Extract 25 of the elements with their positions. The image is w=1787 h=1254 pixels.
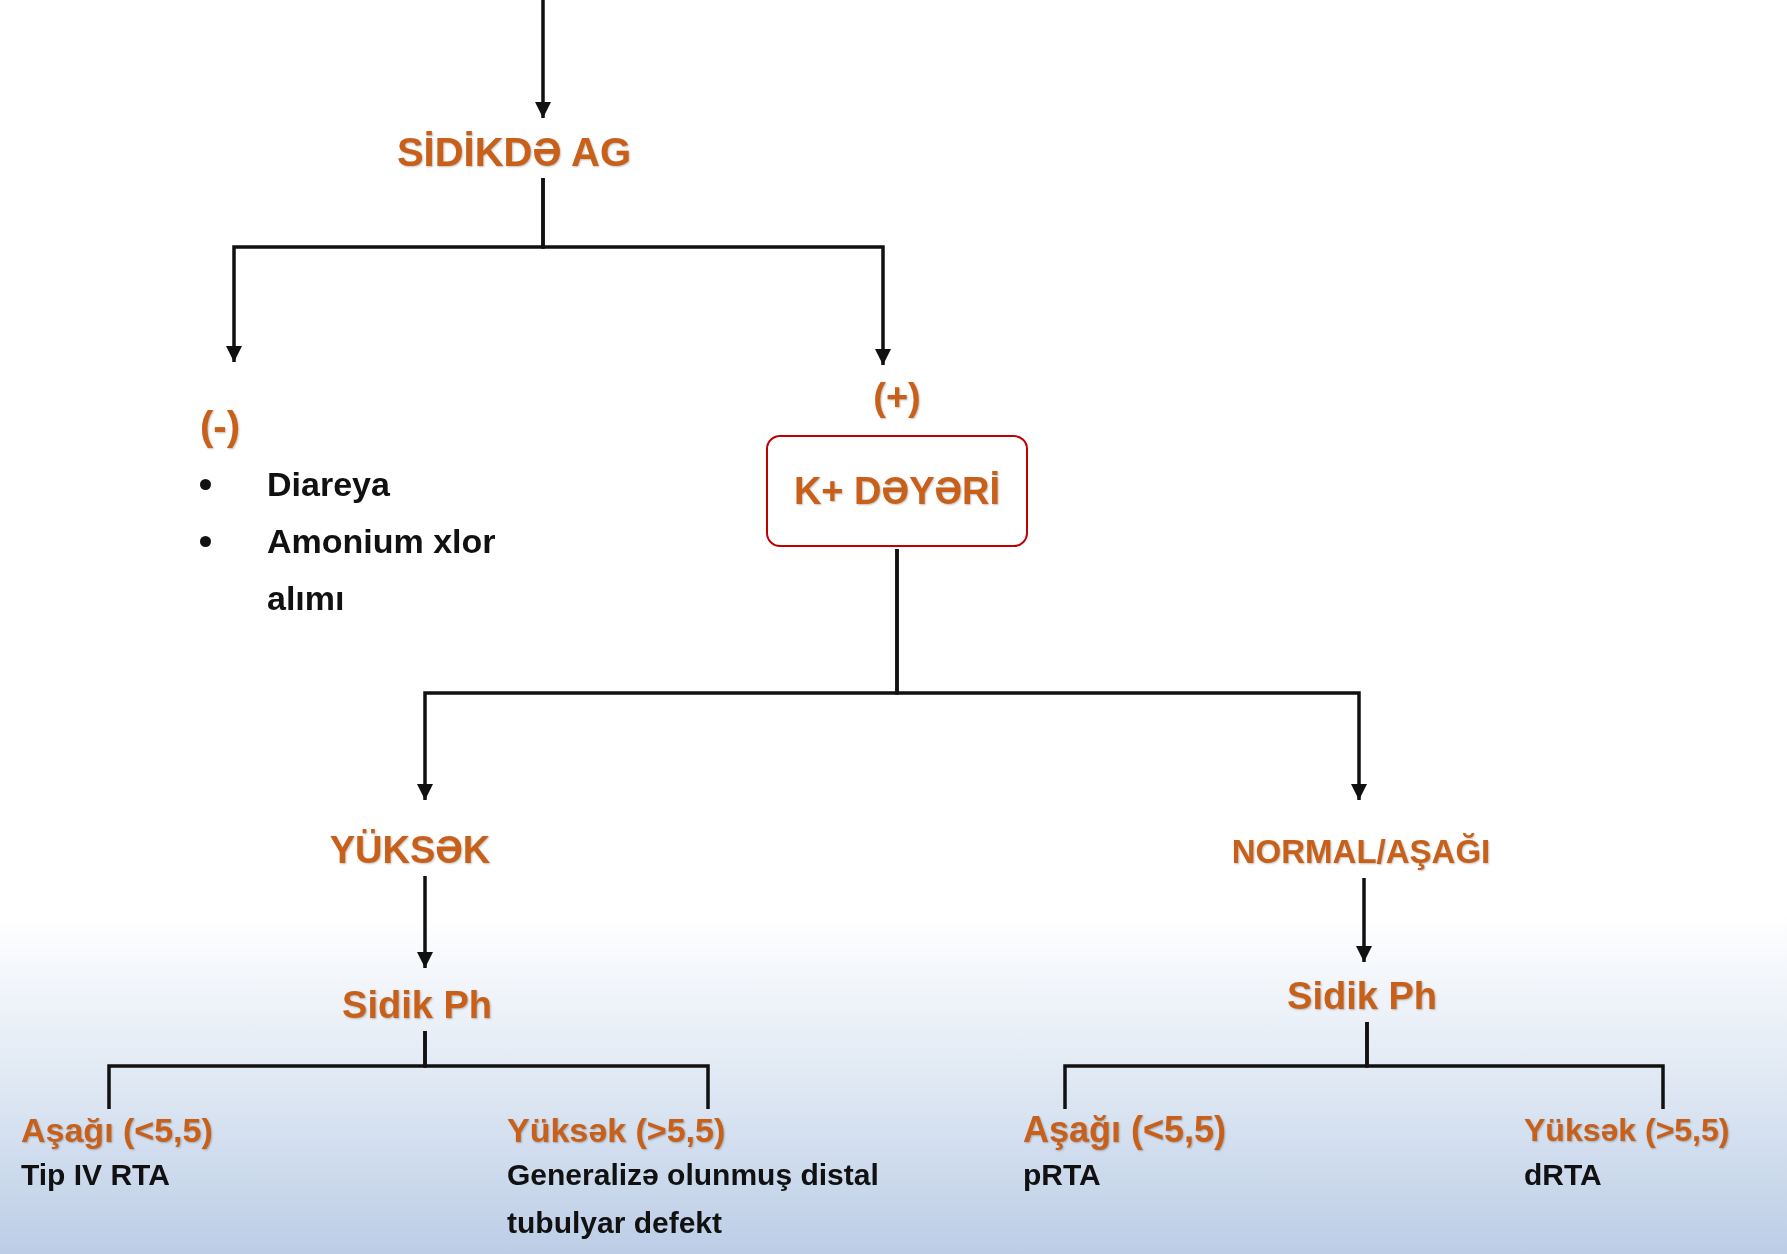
list-item: Amonium xlor alımı <box>267 522 496 617</box>
arrow <box>541 178 891 365</box>
result-heading: Yüksək (>5,5) <box>1524 1111 1730 1150</box>
step-heading: YÜKSƏK <box>329 828 491 873</box>
arrow <box>417 876 433 968</box>
arrow <box>1356 878 1372 962</box>
connector-line <box>423 1031 710 1109</box>
step-heading: Sidik Ph <box>342 983 492 1028</box>
result-text: dRTA <box>1524 1157 1603 1193</box>
result-text: pRTA <box>1023 1157 1102 1193</box>
result-text: Generalizə olunmuş distal tubulyar defekt <box>507 1157 880 1241</box>
result-heading: Aşağı (<5,5) <box>1023 1109 1227 1151</box>
branch-heading: (+) <box>872 375 922 420</box>
connector-line <box>1365 1022 1665 1109</box>
result-heading: Aşağı (<5,5) <box>21 1110 213 1151</box>
result-text: Tip IV RTA <box>21 1157 171 1193</box>
step-heading: Sidik Ph <box>1287 974 1437 1019</box>
decision-box: K+ DƏYƏRİ <box>766 435 1028 547</box>
result-heading: Yüksək (>5,5) <box>507 1110 726 1151</box>
list-item: Diareya <box>267 465 390 503</box>
arrow <box>895 549 1367 800</box>
arrow <box>535 0 551 118</box>
step-heading: SİDİKDƏ AG <box>396 129 632 176</box>
step-heading: NORMAL/AŞAĞI <box>1231 832 1491 872</box>
branch-heading: (-) <box>200 403 240 450</box>
